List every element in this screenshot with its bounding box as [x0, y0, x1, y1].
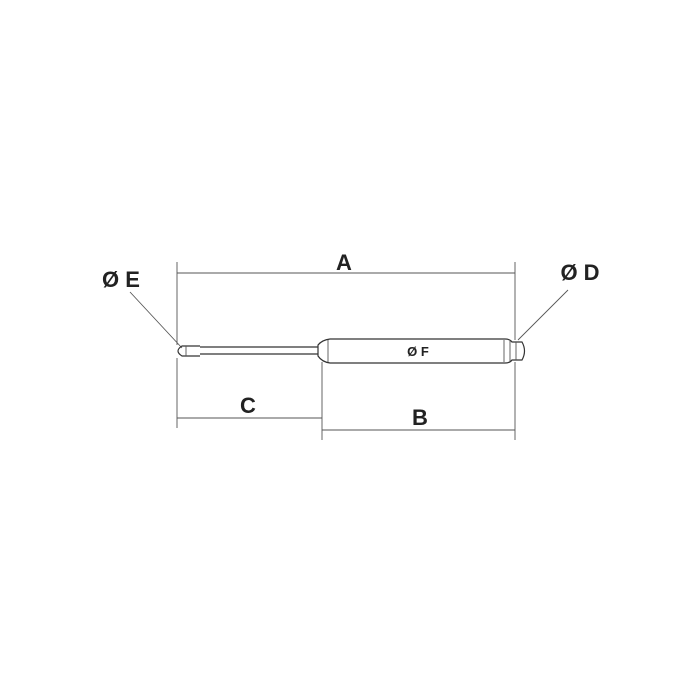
dimension-b: B	[322, 362, 516, 440]
label-dim-f: Ø F	[407, 344, 429, 359]
dimension-e: Ø E	[102, 267, 183, 349]
label-dim-b: B	[412, 405, 428, 430]
label-dim-d: Ø D	[560, 260, 599, 285]
leader-line-d	[517, 289, 569, 341]
dimension-a: A	[176, 250, 516, 345]
gas-spring-part: Ø F	[177, 338, 526, 364]
rod-end-fitting	[177, 345, 200, 357]
dimension-c: C	[176, 358, 323, 440]
label-dim-e: Ø E	[102, 267, 140, 292]
label-dim-a: A	[336, 250, 352, 275]
dimension-d: Ø D	[517, 260, 600, 341]
label-dim-c: C	[240, 393, 256, 418]
leader-line-e	[129, 291, 183, 349]
cylinder-body	[317, 338, 526, 364]
